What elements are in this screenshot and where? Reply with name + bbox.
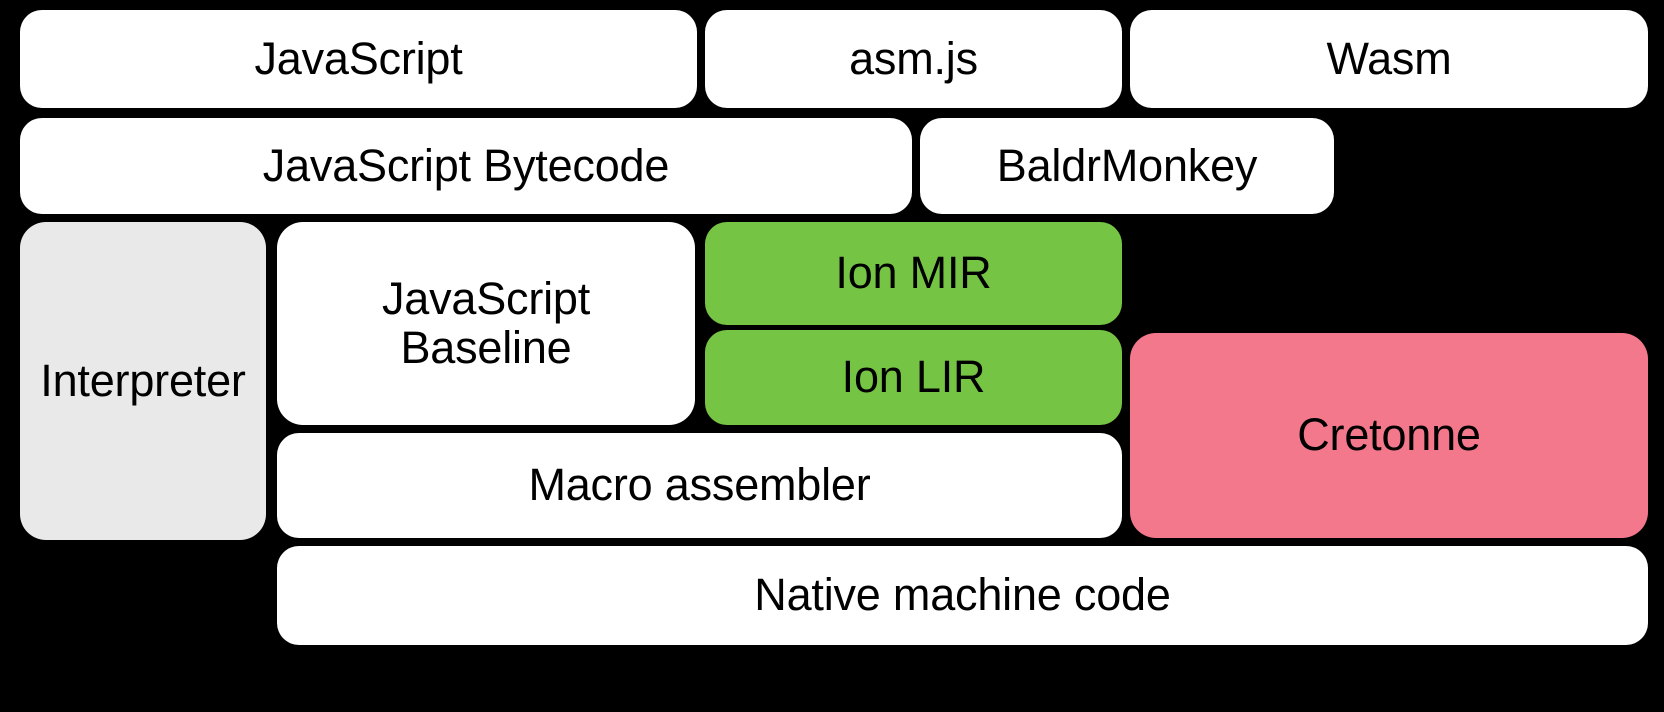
node-javascript-baseline[interactable]: JavaScript Baseline [277, 222, 695, 425]
node-javascript-bytecode[interactable]: JavaScript Bytecode [20, 118, 912, 214]
node-javascript[interactable]: JavaScript [20, 10, 697, 108]
node-interpreter[interactable]: Interpreter [20, 222, 266, 540]
node-native-machine-code[interactable]: Native machine code [277, 546, 1648, 645]
node-ion-mir[interactable]: Ion MIR [705, 222, 1122, 325]
node-asm-js[interactable]: asm.js [705, 10, 1122, 108]
node-baldrmonkey[interactable]: BaldrMonkey [920, 118, 1334, 214]
node-ion-lir[interactable]: Ion LIR [705, 330, 1122, 425]
node-wasm[interactable]: Wasm [1130, 10, 1648, 108]
node-macro-assembler[interactable]: Macro assembler [277, 433, 1122, 538]
node-cretonne[interactable]: Cretonne [1130, 333, 1648, 538]
